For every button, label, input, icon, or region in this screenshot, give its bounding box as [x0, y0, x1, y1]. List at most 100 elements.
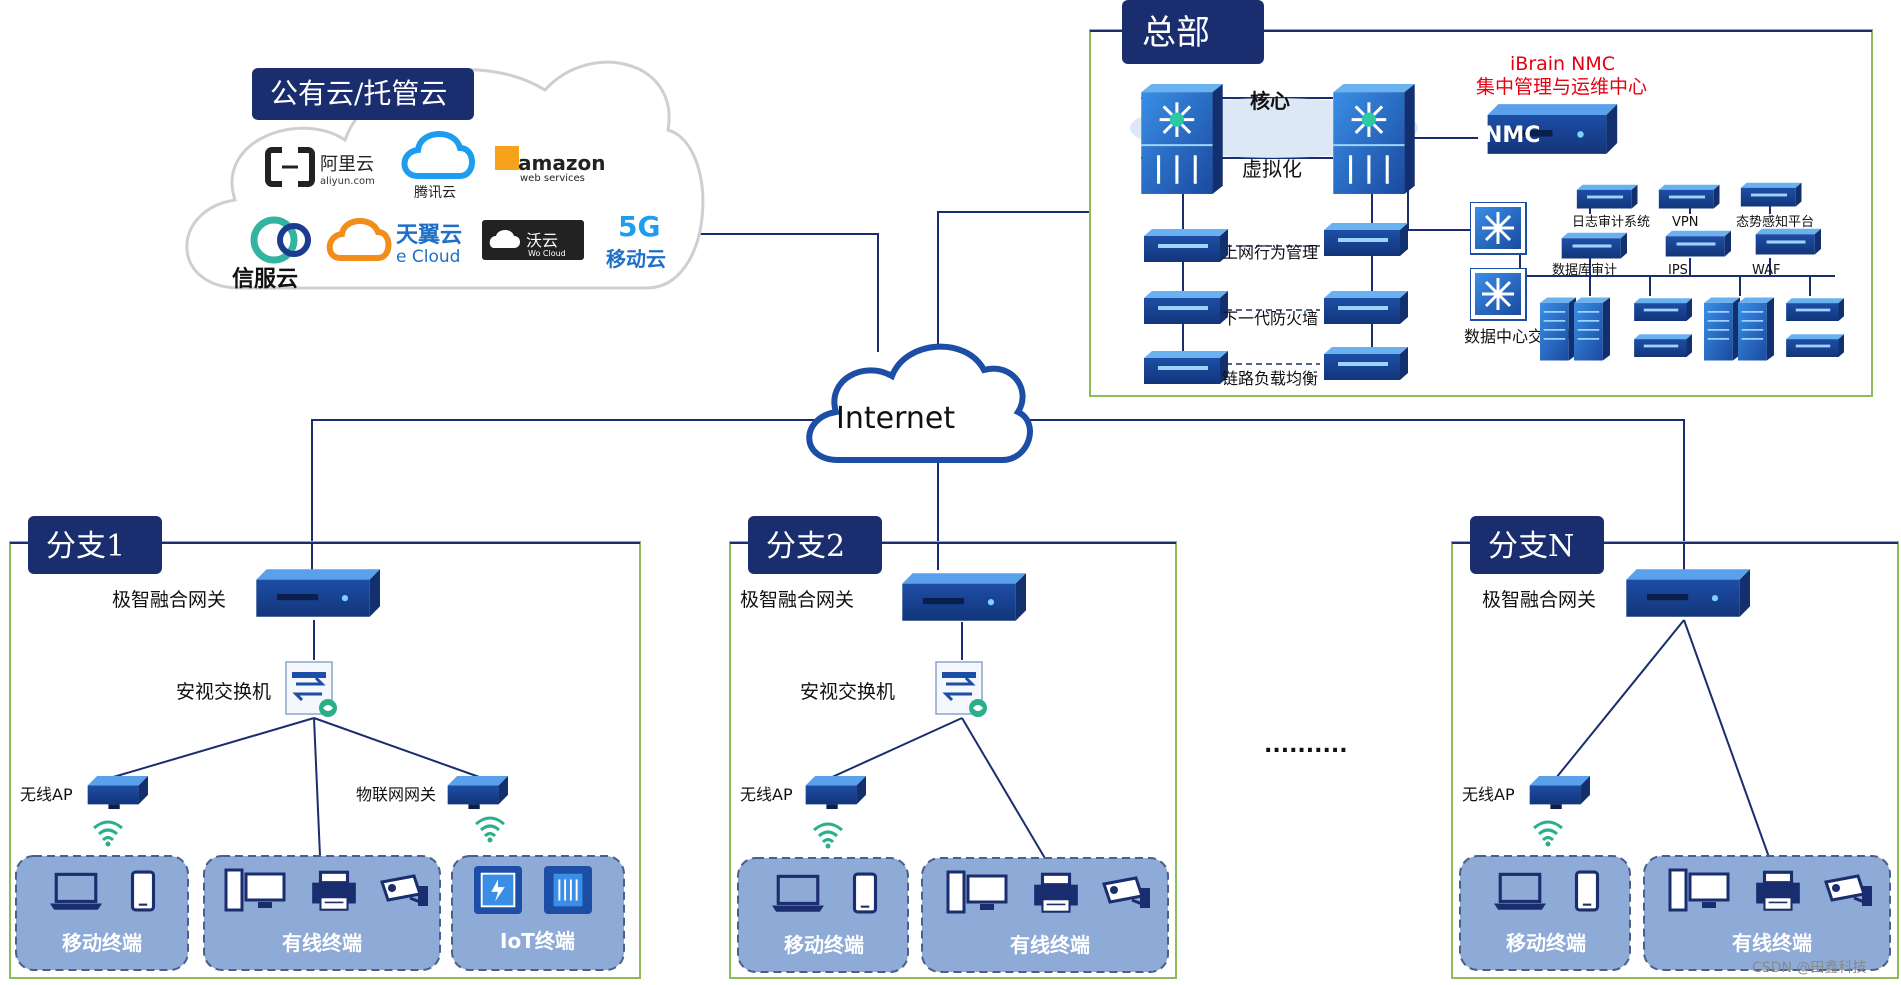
branch-1-wired-group: 有线终端 [203, 855, 441, 971]
nmc-title: iBrain NMC [1510, 53, 1615, 75]
wocloud-icon [489, 230, 520, 248]
branch-n-ap-wifi-icon [1532, 820, 1564, 848]
more-branches-ellipsis: .......... [1264, 733, 1348, 758]
branch-1-iot-wifi-icon [474, 816, 506, 844]
branch-n-wired-group: 有线终端 [1643, 855, 1891, 971]
wocloud-badge [482, 220, 584, 260]
firewall-label: 下一代防火墙 [1222, 309, 1318, 328]
aws-sublabel: web services [520, 173, 585, 184]
branch-1-mobile-group: 移动终端 [15, 855, 189, 971]
branch-2-ap-wifi-icon [812, 822, 844, 850]
connection-lines [109, 97, 1835, 861]
5g-mark: 5G [618, 210, 660, 243]
watermark: CSDN @田鑫科技 [1752, 959, 1866, 976]
load-balancer-right [1324, 347, 1408, 380]
internet-label: Internet [836, 401, 955, 436]
behavior-mgmt-label: 上网行为管理 [1222, 243, 1318, 262]
mobile-cloud-label: 移动云 [606, 247, 666, 271]
branch-1-ap-wifi-icon [92, 820, 124, 848]
link-cloud-internet [695, 233, 879, 352]
branch-2-ap-device [805, 776, 866, 810]
server-rack-4 [1738, 296, 1774, 362]
public-cloud-region: 公有云/托管云 阿里云 aliyun.com 腾讯云 amazon web se… [185, 60, 705, 292]
core-switch-left [1141, 84, 1223, 196]
virtualization-label: 虚拟化 [1242, 157, 1302, 181]
hq-region: 总部 核心 虚拟化 iBrain NMC 集中管理与运维中心 NMC 上网行为管… [1089, 0, 1873, 397]
branch-1-iot-gateway-label: 物联网网关 [356, 785, 436, 804]
aliyun-sublabel: aliyun.com [320, 176, 375, 187]
hci-node-4 [1786, 334, 1844, 358]
branch-2-ap-label: 无线AP [740, 785, 793, 804]
branch-1-iot-gateway-device [447, 776, 508, 810]
aws-cubes-icon [495, 146, 519, 170]
branch-n-region: 分支N 极智融合网关 无线AP 移动终端 有线终端 [1451, 516, 1899, 979]
dc-servers [1540, 296, 1844, 362]
firewall-left [1144, 291, 1228, 324]
hq-function-devices: 上网行为管理 下一代防火墙 链路负载均衡 [1144, 223, 1408, 388]
nmc-subtitle: 集中管理与运维中心 [1476, 76, 1647, 98]
branch-2-switch-label: 安视交换机 [800, 681, 895, 703]
situational-awareness-device [1740, 182, 1802, 207]
log-audit-label: 日志审计系统 [1572, 215, 1650, 230]
tencent-cloud-icon [401, 131, 475, 179]
vpn-label: VPN [1672, 215, 1698, 230]
branch-1-title-tag [28, 516, 162, 574]
internet-cloud-shape [806, 343, 1033, 463]
provider-xinfu: 信服云 [232, 216, 311, 292]
wocloud-sublabel: Wo Cloud [528, 249, 566, 258]
tianyi-cloud-icon [326, 218, 392, 261]
core-label: 核心 [1250, 89, 1290, 113]
waf-label: WAF [1752, 263, 1781, 278]
xinfu-label: 信服云 [232, 266, 298, 292]
tencent-label: 腾讯云 [414, 184, 456, 201]
branch-2-title: 分支2 [766, 529, 845, 564]
branch-n-gateway-device [1626, 569, 1750, 617]
dc-switch-upper [1470, 202, 1528, 256]
branch-1-switch-device [284, 660, 339, 719]
dc-switch-lower [1470, 268, 1528, 322]
branch-1-wired-label: 有线终端 [282, 931, 362, 955]
load-balancer-label: 链路负载均衡 [1222, 369, 1318, 388]
provider-aliyun: 阿里云 aliyun.com [265, 140, 375, 194]
xinfu-logo-icon [250, 216, 298, 264]
branch-2-mobile-label: 移动终端 [784, 933, 864, 957]
branch-1-switch-label: 安视交换机 [176, 681, 271, 703]
provider-tianyi: 天翼云 e Cloud [326, 218, 462, 267]
branch-n-ap-label: 无线AP [1462, 785, 1515, 804]
branch-n-mobile-label: 移动终端 [1506, 931, 1586, 955]
hq-top-border [1090, 30, 1872, 32]
hci-node-3 [1786, 298, 1844, 322]
branch-2-title-tag [748, 516, 882, 574]
amazon-label: amazon [518, 151, 605, 175]
provider-tencent: 腾讯云 [401, 131, 475, 201]
load-balancer-left [1144, 351, 1228, 384]
tianyi-label: 天翼云 [396, 223, 462, 248]
internet-cloud: Internet [806, 343, 1033, 463]
branch-1-iot-group: IoT终端 [451, 855, 625, 971]
branch-1-ap-label: 无线AP [20, 785, 73, 804]
branch-2-region: 分支2 极智融合网关 安视交换机 无线AP 移动终端 有线终端 [729, 516, 1177, 979]
provider-wocloud: 沃云 Wo Cloud [482, 220, 584, 260]
branch-1-gateway-label: 极智融合网关 [112, 589, 226, 611]
dashed-links [1226, 245, 1320, 365]
waf-device [1755, 228, 1821, 255]
branch-n-mobile-group: 移动终端 [1459, 855, 1631, 971]
cloud-title-tag [252, 68, 474, 120]
branch-2-switch-device [934, 660, 989, 719]
ips-label: IPS [1668, 263, 1688, 278]
branch-n-title-tag [1470, 516, 1604, 574]
phone-icon [852, 872, 878, 914]
hq-title-tag [1122, 0, 1264, 64]
branch-n-ap-device [1529, 776, 1590, 810]
branch-1-gateway-device [256, 569, 380, 617]
phone-icon [130, 870, 156, 912]
branch-1-title: 分支1 [46, 529, 125, 564]
nmc-device-label: NMC [1484, 123, 1540, 148]
branch-n-wired-label: 有线终端 [1732, 931, 1812, 955]
server-rack-3 [1704, 296, 1740, 362]
branch-1-iot-label: IoT终端 [500, 929, 575, 953]
provider-mobile-cloud: 5G 移动云 [606, 210, 666, 271]
security-devices: 日志审计系统 VPN 态势感知平台 数据库审计 IPS WAF [1552, 182, 1821, 278]
vpn-device [1658, 184, 1720, 209]
